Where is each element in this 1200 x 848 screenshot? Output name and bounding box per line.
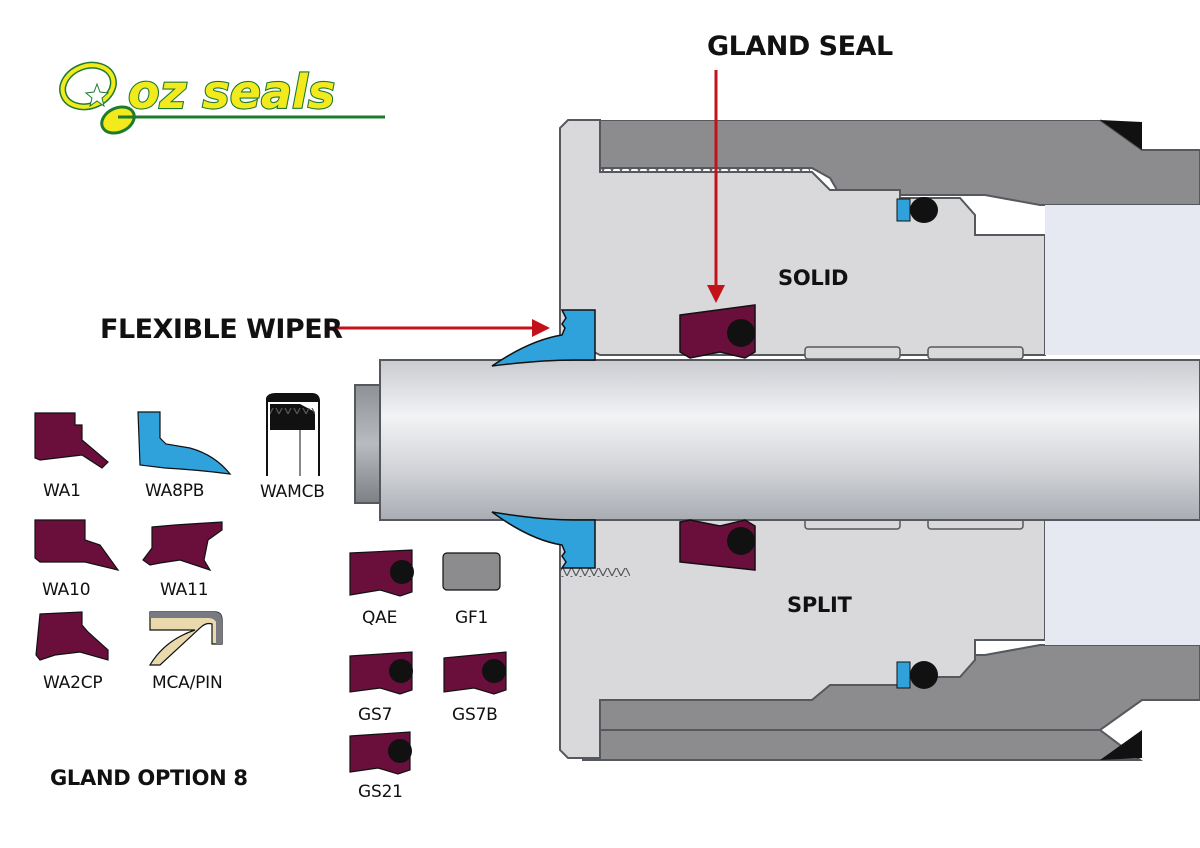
part-gs21: GS21 [349,731,412,802]
part-gs21-label: GS21 [358,782,403,802]
part-wa1: WA1 [34,412,109,501]
part-wa8pb-label: WA8PB [145,481,204,501]
split-label: SPLIT [787,593,853,617]
part-gf1: GF1 [442,552,501,628]
piston-rod [354,359,1200,521]
flexible-wiper-label: FLEXIBLE WIPER [100,314,343,345]
part-wa2cp-label: WA2CP [43,673,102,693]
part-wa10: WA10 [34,519,120,600]
part-gs7-label: GS7 [358,705,392,725]
gland-seal-arrow [707,70,725,303]
part-wa11-label: WA11 [160,580,208,600]
part-wa11: WA11 [142,521,223,600]
part-wa1-label: WA1 [43,481,81,501]
solid-label: SOLID [778,266,848,290]
part-gs7b: GS7B [443,651,507,725]
part-gf1-label: GF1 [455,608,488,628]
flexible-wiper-upper [491,309,596,367]
part-gs7b-label: GS7B [452,705,498,725]
part-wamcb-label: WAMCB [260,482,325,502]
part-qae: QAE [349,549,414,628]
o-ring-lower [896,661,938,689]
part-wa8pb: WA8PB [137,411,232,501]
oz-seals-logo: oz seals [59,61,385,135]
flexible-wiper-arrow [325,319,550,337]
gland-seal-label: GLAND SEAL [707,31,893,62]
part-gs7: GS7 [349,651,413,725]
gland-seal-upper [679,304,756,359]
part-qae-label: QAE [362,608,397,628]
part-mca-pin: MCA/PIN [148,611,223,693]
gland-body [559,119,1200,759]
gland-seal-lower [679,519,756,571]
part-wamcb: WAMCB [260,393,325,502]
flexible-wiper-lower [491,511,596,569]
logo-text: oz seals [128,65,335,119]
part-wa2cp: WA2CP [35,611,109,693]
part-wa10-label: WA10 [42,580,90,600]
part-mca-pin-label: MCA/PIN [152,673,222,693]
o-ring-upper [896,197,938,223]
gland-option-title: GLAND OPTION 8 [50,766,248,790]
